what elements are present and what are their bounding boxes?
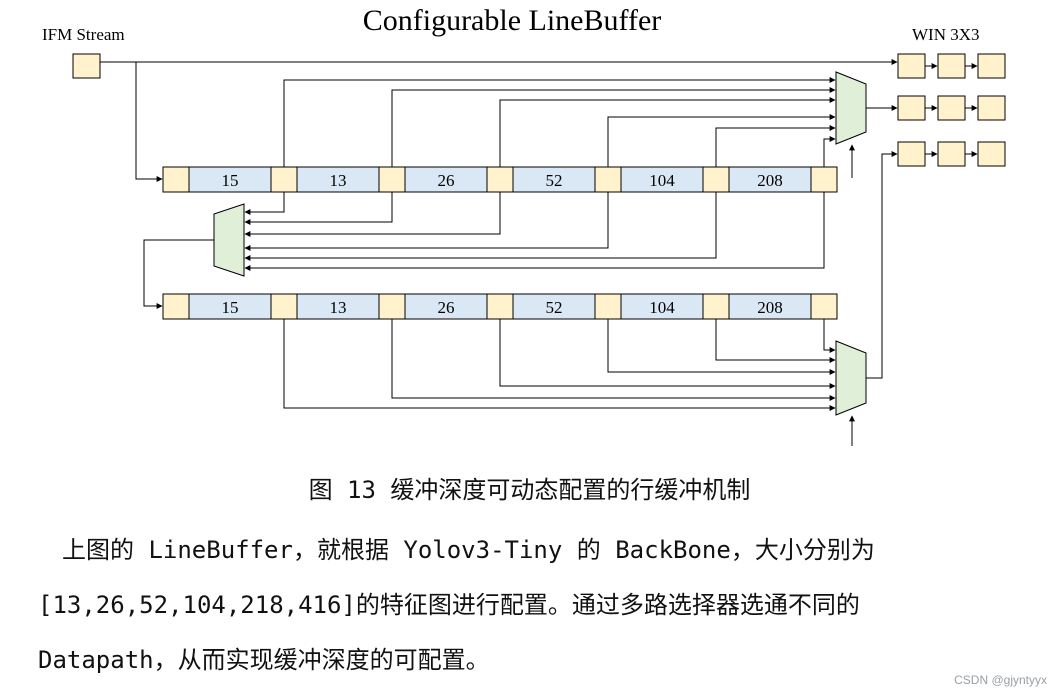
win-reg [897,53,926,79]
win-reg [977,95,1006,121]
row1-register [486,166,514,193]
row1-register [162,166,190,193]
mux-left [213,203,245,277]
window-3x3 [897,53,1006,167]
win-reg [937,141,966,167]
row1-segment-label: 52 [546,171,563,190]
win-reg [937,95,966,121]
row2-segment [188,293,272,320]
watermark: CSDN @gjyntyyx [954,673,1047,687]
input-register [72,53,101,79]
mux-top-right [835,71,867,145]
row2-segment-label: 26 [438,298,455,317]
row2-register [702,293,730,320]
row2-register [810,293,838,320]
win-reg [977,141,1006,167]
row2-segment [728,293,812,320]
line-buffer-diagram: Configurable LineBuffer IFM Stream WIN 3… [42,4,1006,446]
row1-register [594,166,622,193]
row2-register [486,293,514,320]
buffer-row-2 [162,293,838,320]
paragraph-line-3: Datapath，从而实现缓冲深度的可配置。 [38,646,490,674]
row1-segment-label: 15 [222,171,239,190]
paragraph-line-1: 上图的 LineBuffer，就根据 Yolov3-Tiny 的 BackBon… [38,536,875,564]
row2-segment [620,293,704,320]
diagram-title: Configurable LineBuffer [363,4,662,37]
row2-register [270,293,298,320]
win-reg [937,53,966,79]
row2-segment-label: 104 [649,298,675,317]
row2-register [162,293,190,320]
row2-segment [404,293,488,320]
row1-register [810,166,838,193]
row2-segment-label: 13 [330,298,347,317]
row2-register [378,293,406,320]
row1-segment [512,166,596,193]
row1-register [378,166,406,193]
row1-segment-label: 13 [330,171,347,190]
wires [100,59,898,446]
row1-segment [728,166,812,193]
input-label: IFM Stream [42,25,125,44]
win-reg [897,141,926,167]
row1-segment [620,166,704,193]
row2-segment [296,293,380,320]
row2-register [594,293,622,320]
row2-segment-label: 15 [222,298,239,317]
row1-segment [188,166,272,193]
row2-segment-label: 208 [757,298,783,317]
row1-register [702,166,730,193]
win-reg [897,95,926,121]
row1-register [270,166,298,193]
buffer-row-1 [162,166,838,193]
row1-segment-label: 208 [757,171,783,190]
row2-segment [512,293,596,320]
mux-bottom-right [835,340,867,416]
row1-segment-label: 26 [438,171,455,190]
win-reg [977,53,1006,79]
row1-segment-label: 104 [649,171,675,190]
paragraph-line-2: [13,26,52,104,218,416]的特征图进行配置。通过多路选择器选通… [38,591,860,619]
output-label: WIN 3X3 [912,25,980,44]
figure-caption: 图 13 缓冲深度可动态配置的行缓冲机制 [308,476,751,504]
row2-segment-label: 52 [546,298,563,317]
